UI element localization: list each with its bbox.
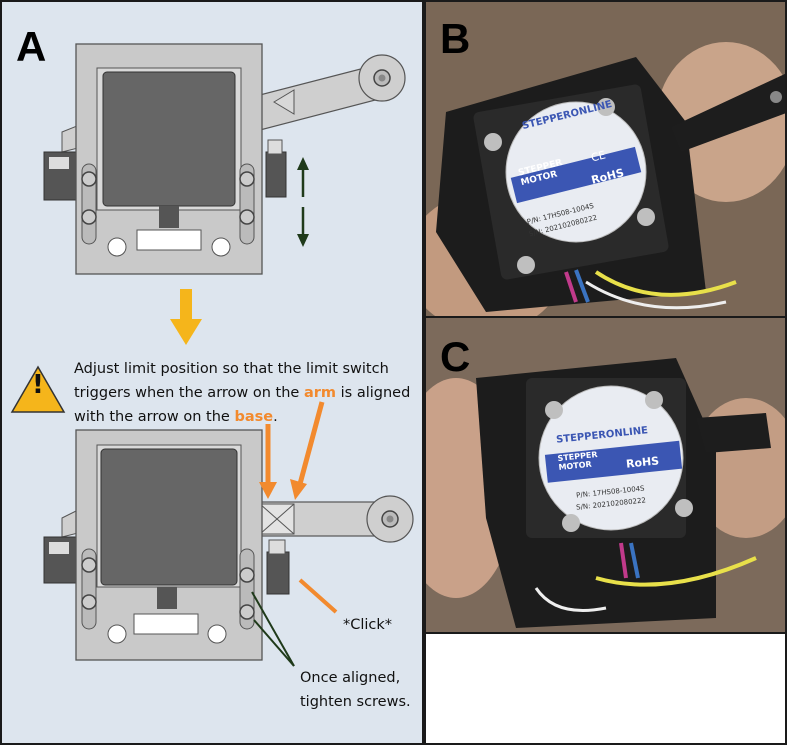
aligned-note: Once aligned, tighten screws.	[300, 670, 411, 710]
process-arrow	[180, 289, 192, 319]
arm-highlight: arm	[303, 385, 337, 401]
top-assembly	[43, 43, 406, 275]
instruction-line-1: Adjust limit position so that the limit …	[74, 361, 389, 377]
empty-panel	[424, 632, 787, 745]
screw	[81, 171, 97, 187]
arm-arrow	[273, 89, 295, 115]
screw	[239, 171, 255, 187]
panel-b-label: B	[440, 15, 471, 62]
limit-switch	[266, 551, 290, 595]
bottom-assembly	[43, 429, 414, 661]
panel-a: A	[0, 0, 424, 745]
panel-c-photo: C STEPPERONLINE STEPPER MOTOR RoHS P/N: …	[424, 316, 787, 634]
instruction-text: Adjust limit position so that the limit …	[74, 357, 414, 429]
screw	[81, 209, 97, 225]
panel-a-label: A	[16, 23, 47, 70]
warning-icon	[10, 365, 66, 413]
warning-symbol: !	[32, 370, 44, 400]
screw	[239, 209, 255, 225]
panel-c-label: C	[440, 333, 471, 380]
base-highlight: base	[234, 409, 274, 425]
limit-switch	[265, 151, 287, 198]
motor-face	[100, 448, 238, 586]
motor-face	[102, 71, 236, 207]
panel-b-photo: B STEPPER MOTOR STEPPERONLINE RoHS CE P/…	[424, 0, 787, 318]
photo-c	[426, 318, 785, 632]
mount-diagram	[10, 43, 414, 667]
photo-b	[426, 2, 785, 316]
click-label: *Click*	[343, 617, 393, 633]
